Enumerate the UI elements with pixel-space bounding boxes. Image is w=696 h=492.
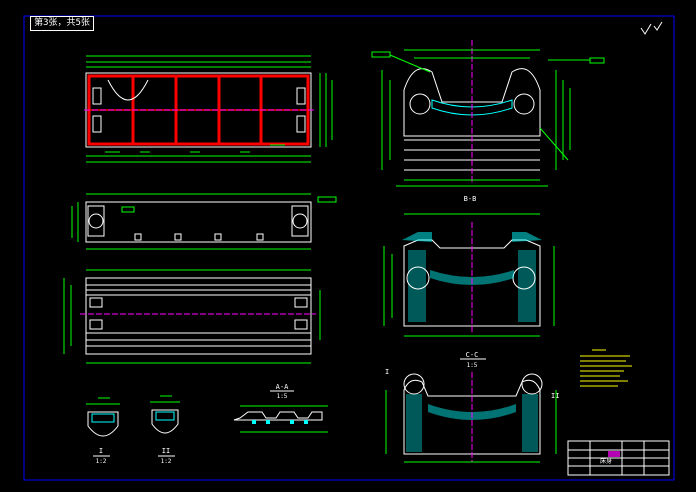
detail-view-ii: II 1:2	[150, 395, 180, 465]
front-view	[71, 193, 337, 250]
detail-view-i: I 1:2	[86, 397, 120, 465]
section-c-label: C-C	[466, 351, 479, 359]
detail-i-label: I	[99, 447, 103, 455]
title-block: 床身	[567, 440, 670, 476]
bottom-view	[63, 269, 321, 364]
top-view	[84, 55, 333, 163]
section-c-scale: 1:5	[467, 362, 478, 369]
section-b-label: B-B	[464, 195, 477, 203]
detail-ii-label: II	[162, 447, 170, 455]
section-c-callout-ii: II	[551, 392, 559, 400]
detail-ii-scale: 1:2	[161, 458, 172, 465]
detail-aa-label: A-A	[276, 383, 289, 391]
section-c-view: C-C 1:5 I II	[385, 351, 559, 463]
technical-notes	[580, 349, 632, 387]
title-part-name: 床身	[600, 457, 612, 465]
roughness-symbol	[640, 21, 663, 35]
drawing-frame	[23, 15, 675, 481]
section-c-callout-i: I	[385, 368, 389, 376]
detail-aa-scale: 1:5	[277, 393, 288, 400]
end-view	[371, 40, 605, 187]
section-b-view: B-B	[383, 195, 555, 337]
detail-i-scale: 1:2	[96, 458, 107, 465]
detail-view-aa: A-A 1:5	[233, 383, 328, 433]
sheet-number-tag: 第3张，共5张	[30, 16, 94, 31]
